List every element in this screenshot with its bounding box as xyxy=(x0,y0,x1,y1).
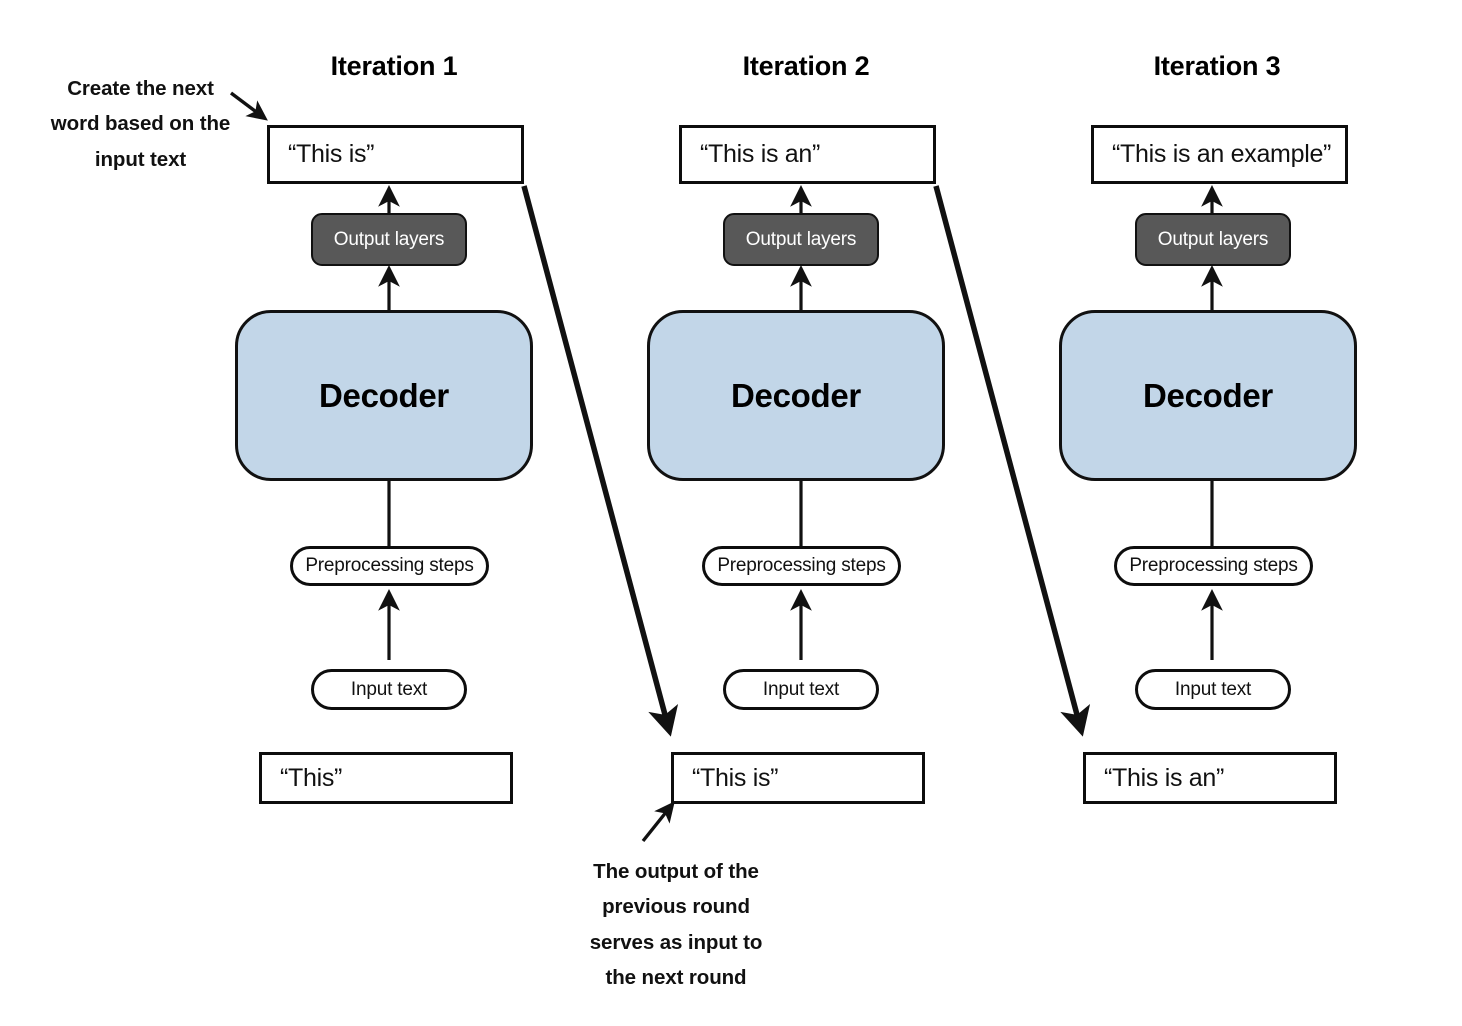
input-text-box-2: Input text xyxy=(723,669,879,710)
carry-arrow-2-to-3 xyxy=(933,185,1091,737)
annotation-output-feeds-next-round: The output of the previous round serves … xyxy=(578,854,774,995)
carry-arrow-1-to-2 xyxy=(521,185,679,737)
annotation-line-1: The output of the xyxy=(593,860,759,883)
annotation-line-3: serves as input to xyxy=(589,930,763,954)
input-text-value-box-1: “This” xyxy=(259,752,513,804)
annotation-leader-bottom xyxy=(641,801,675,843)
output-layers-box-2: Output layers xyxy=(723,213,879,266)
annotation-line-2: word based on the xyxy=(50,112,231,136)
input-text-box-3: Input text xyxy=(1135,669,1291,710)
annotation-line-2: previous round xyxy=(602,895,750,919)
decoder-box-1: Decoder xyxy=(235,310,533,481)
annotation-create-next-word: Create the next word based on the input … xyxy=(48,71,233,177)
output-layers-box-1: Output layers xyxy=(311,213,467,266)
preprocessing-steps-box-3: Preprocessing steps xyxy=(1114,546,1313,586)
annotation-line-4: the next round xyxy=(605,965,747,989)
input-text-value-box-3: “This is an” xyxy=(1083,752,1337,804)
output-text-box-1: “This is” xyxy=(267,125,524,184)
decoder-box-3: Decoder xyxy=(1059,310,1357,481)
decoder-box-2: Decoder xyxy=(647,310,945,481)
output-layers-box-3: Output layers xyxy=(1135,213,1291,266)
preprocessing-steps-box-2: Preprocessing steps xyxy=(702,546,901,586)
output-text-box-2: “This is an” xyxy=(679,125,936,184)
input-text-value-box-2: “This is” xyxy=(671,752,925,804)
iteration-title-2: Iteration 2 xyxy=(742,51,870,81)
preprocessing-steps-box-1: Preprocessing steps xyxy=(290,546,489,586)
input-text-box-1: Input text xyxy=(311,669,467,710)
iteration-title-1: Iteration 1 xyxy=(330,51,458,81)
output-text-box-3: “This is an example” xyxy=(1091,125,1348,184)
annotation-line-1: Create the next xyxy=(67,77,214,100)
annotation-line-3: input text xyxy=(94,147,187,171)
iteration-title-3: Iteration 3 xyxy=(1153,51,1281,81)
annotation-leader-top-left xyxy=(229,91,268,121)
